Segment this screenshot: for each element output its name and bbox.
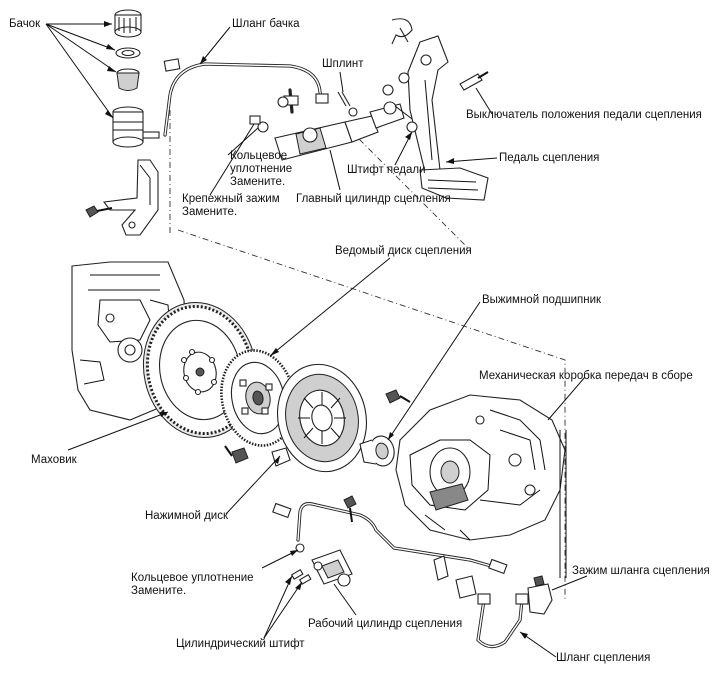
label-pedal-switch: Выключатель положения педали сцепления [466,109,702,121]
label-oring-top-line2: уплотнение [230,163,293,175]
transmission-drawing [395,394,566,541]
leader-arrowheads [104,21,528,639]
label-pedal-pin: Штифт педали [347,164,426,176]
label-clutch-pedal: Педаль сцепления [499,152,600,164]
label-clutch-disc: Ведомый диск сцепления [335,245,472,257]
reservoir-assembly [85,9,160,236]
label-cotter-pin: Шплинт [322,58,364,70]
clutch-line-drawing [272,430,567,649]
label-oring-top: Кольцевое уплотнение Замените. [230,150,292,189]
label-reservoir: Бачок [9,18,41,30]
label-pressure-plate: Нажимной диск [145,510,229,522]
label-hose-clamp: Зажим шланга сцепления [572,565,710,577]
release-bearing-drawing [359,435,395,467]
label-oring-bottom-line2: Замените. [131,585,187,597]
label-transmission: Механическая коробка передач в сборе [479,370,693,382]
label-release-bearing: Выжимной подшипник [482,294,602,306]
pressure-plate-drawing [271,363,411,473]
label-oring-top-line3: Замените. [230,176,286,188]
clutch-pedal-drawing [391,18,489,201]
assembly-guide-line [177,229,566,600]
label-flywheel: Маховик [31,454,77,466]
label-clutch-hose: Шланг сцепления [556,652,651,664]
label-oring-bottom: Кольцевое уплотнение Замените. [131,572,254,598]
label-reservoir-hose: Шланг бачка [232,18,300,30]
label-master-cylinder: Главный цилиндр сцепления [296,193,451,205]
label-oring-top-line1: Кольцевое [230,150,288,162]
assembly-guide-line-3 [349,129,471,251]
reservoir-hose-drawing [163,58,329,137]
label-mounting-clamp: Крепежный зажим Замените. [182,193,280,219]
label-oring-bottom-line1: Кольцевое уплотнение [131,572,254,584]
label-mounting-clamp-line2: Замените. [182,206,238,218]
clutch-disc-drawing [220,349,296,447]
label-mounting-clamp-line1: Крепежный зажим [182,193,280,205]
leader-lines [45,23,588,658]
master-cylinder-drawing [249,84,421,161]
label-dowel-pin: Цилиндрический штифт [176,638,305,650]
label-slave-cylinder: Рабочий цилиндр сцепления [308,618,463,630]
